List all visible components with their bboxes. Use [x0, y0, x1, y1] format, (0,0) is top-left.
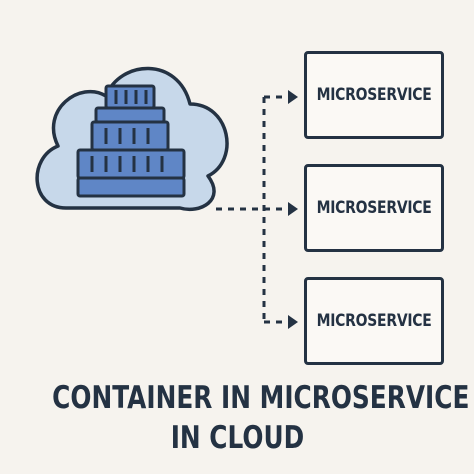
arrow-top-icon [288, 90, 298, 104]
arrow-bottom-icon [288, 315, 298, 329]
caption-line-2: IN CLOUD [0, 420, 474, 456]
arrow-middle-icon [288, 202, 298, 216]
caption-text-2: IN CLOUD [170, 420, 304, 456]
connector-lines [216, 95, 290, 324]
microservice-box-2: MICROSERVICE [304, 164, 444, 252]
microservice-box-3: MICROSERVICE [304, 277, 444, 365]
caption-line-1: CONTAINER IN MICROSERVICE [0, 380, 474, 416]
arrowheads [288, 90, 298, 329]
microservice-label-3: MICROSERVICE [316, 311, 432, 331]
microservice-label-2: MICROSERVICE [316, 198, 432, 218]
caption-text-1: CONTAINER IN MICROSERVICE [52, 380, 470, 416]
microservice-box-1: MICROSERVICE [304, 51, 444, 139]
container-stack-icon [76, 84, 186, 198]
microservice-label-1: MICROSERVICE [316, 85, 432, 105]
